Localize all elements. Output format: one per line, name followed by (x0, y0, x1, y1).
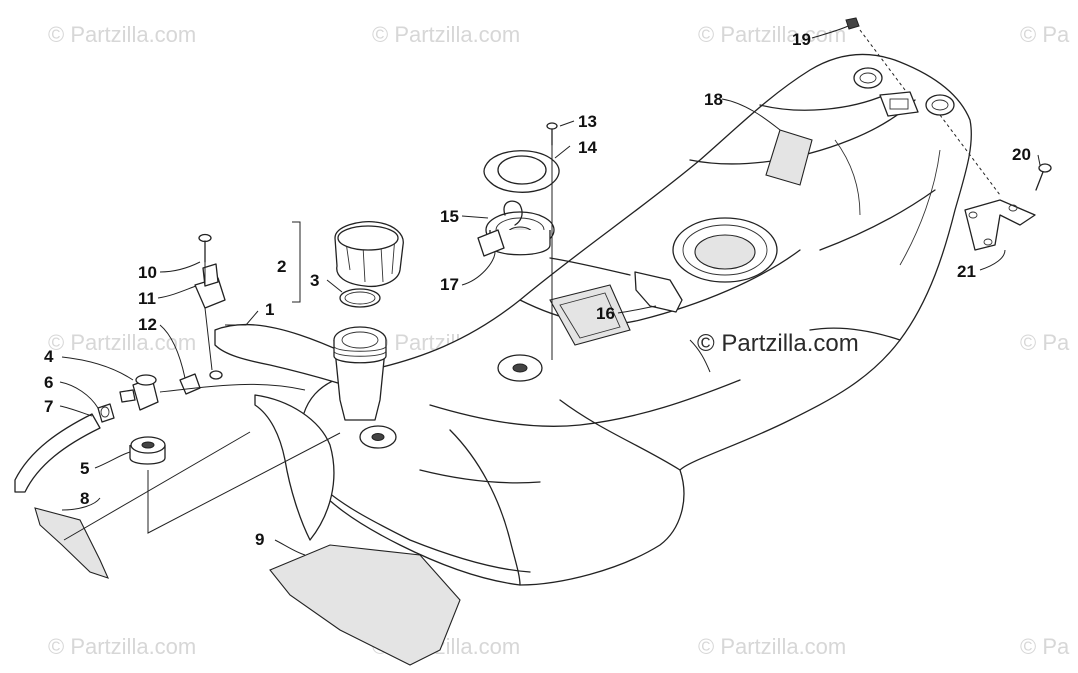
heat-shield-small (34, 507, 110, 579)
callout-10: 10 (138, 263, 157, 282)
callout-1: 1 (265, 300, 275, 319)
bracket-tab (202, 263, 219, 287)
watermark: © Partzilla.com (372, 22, 521, 47)
callout-8: 8 (80, 489, 90, 508)
watermark: © Pa (1020, 330, 1070, 355)
watermark: © Partzilla.com (48, 634, 197, 659)
callout-12: 12 (138, 315, 157, 334)
watermark: © Pa (1020, 22, 1070, 47)
o-ring-inner (344, 291, 376, 305)
gas-cap (334, 220, 404, 288)
fuel-sender (634, 271, 683, 313)
watermark: © Partzilla.com (698, 22, 847, 47)
fuel-pump (485, 200, 555, 256)
callout-2: 2 (277, 257, 287, 276)
watermark: © Partzilla.com (48, 22, 197, 47)
callout-7: 7 (44, 397, 54, 416)
callout-15: 15 (440, 207, 459, 226)
callout-11: 11 (138, 289, 156, 308)
callout-13: 13 (578, 112, 597, 131)
fuel-fitting (119, 374, 159, 411)
filler-neck (333, 326, 387, 421)
clip (179, 373, 201, 395)
bracket-screw (1035, 163, 1052, 191)
fuel-tank (209, 53, 972, 586)
callout-3: 3 (310, 271, 320, 290)
callout-6: 6 (44, 373, 54, 392)
heat-shield-large (269, 544, 461, 666)
mounting-bracket (964, 199, 1036, 251)
leader-lines (59, 25, 1041, 556)
pump-gasket (483, 150, 560, 193)
callout-16: 16 (596, 304, 615, 323)
watermark-main: © Partzilla.com (697, 330, 859, 357)
callout-19: 19 (792, 30, 811, 49)
wire-harness (477, 229, 631, 276)
watermark: © Pa (1020, 634, 1070, 659)
callout-4: 4 (44, 347, 54, 366)
callout-9: 9 (255, 530, 265, 549)
grommet (129, 436, 166, 465)
callout-17: 17 (440, 275, 459, 294)
hose-clamp (97, 403, 115, 423)
callout-5: 5 (80, 459, 90, 478)
screw (198, 233, 212, 263)
callout-14: 14 (578, 138, 597, 157)
callout-21: 21 (957, 262, 976, 281)
nut (845, 17, 860, 30)
pump-screw (546, 122, 558, 146)
watermark: © Partzilla.com (698, 634, 847, 659)
fuel-hose (14, 413, 101, 493)
callout-20: 20 (1012, 145, 1031, 164)
callout-18: 18 (704, 90, 723, 109)
watermark: © Partzilla.com (48, 330, 197, 355)
